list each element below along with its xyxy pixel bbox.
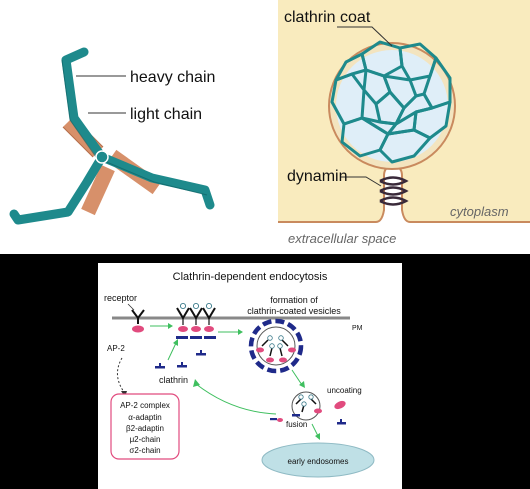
ap2-subunit-0: α-adaptin — [128, 413, 162, 422]
ap2-subunit-2: μ2-chain — [130, 435, 161, 444]
early-endosomes-label: early endosomes — [288, 457, 349, 466]
dynamin-ring — [379, 176, 409, 206]
early-endosome — [261, 442, 375, 478]
clathrin-label: clathrin — [159, 375, 188, 385]
coated-vesicle — [248, 318, 304, 374]
extracellular-space-label: extracellular space — [288, 231, 396, 246]
heavy-chain-arm-right — [97, 152, 215, 210]
heavy-chains — [9, 47, 215, 225]
light-chain-lower — [81, 164, 115, 216]
heavy-chain-arm-lower — [9, 152, 107, 225]
clathrin-cage — [330, 40, 452, 164]
formation-label-line1: formation of — [270, 295, 318, 305]
uncoating-label: uncoating — [327, 386, 362, 395]
heavy-chain-arm-upper — [61, 47, 107, 162]
uncoating-vesicle — [291, 391, 346, 425]
coated-pit-panel: clathrin coat dynamin cytoplasm extracel… — [278, 0, 530, 246]
scheme-title: Clathrin-dependent endocytosis — [173, 271, 328, 283]
receptor-cluster — [176, 302, 216, 339]
formation-label-line2: clathrin-coated vesicles — [247, 306, 341, 316]
dynamin-label: dynamin — [287, 168, 347, 185]
ap2-complex-title: AP-2 complex — [120, 401, 170, 410]
ap2-icon — [132, 325, 144, 333]
endocytosis-panel: Clathrin-dependent endocytosis PM recept… — [0, 254, 530, 489]
ap2-complex-box — [110, 393, 180, 460]
free-clathrin — [155, 350, 206, 369]
light-chain-label: light chain — [130, 106, 202, 123]
cytoplasm-label: cytoplasm — [450, 204, 509, 219]
hub — [95, 150, 109, 164]
clathrin-coat-label: clathrin coat — [284, 9, 371, 26]
triskelion-panel: heavy chain light chain — [9, 47, 215, 225]
fusion-label: fusion — [286, 420, 307, 429]
heavy-chain-label: heavy chain — [130, 69, 215, 86]
ap2-subunit-1: β2-adaptin — [126, 424, 164, 433]
receptor-label: receptor — [104, 293, 137, 303]
ap2-label: AP-2 — [107, 344, 125, 353]
pm-label: PM — [352, 325, 363, 332]
ap2-subunit-3: σ2-chain — [129, 446, 160, 455]
